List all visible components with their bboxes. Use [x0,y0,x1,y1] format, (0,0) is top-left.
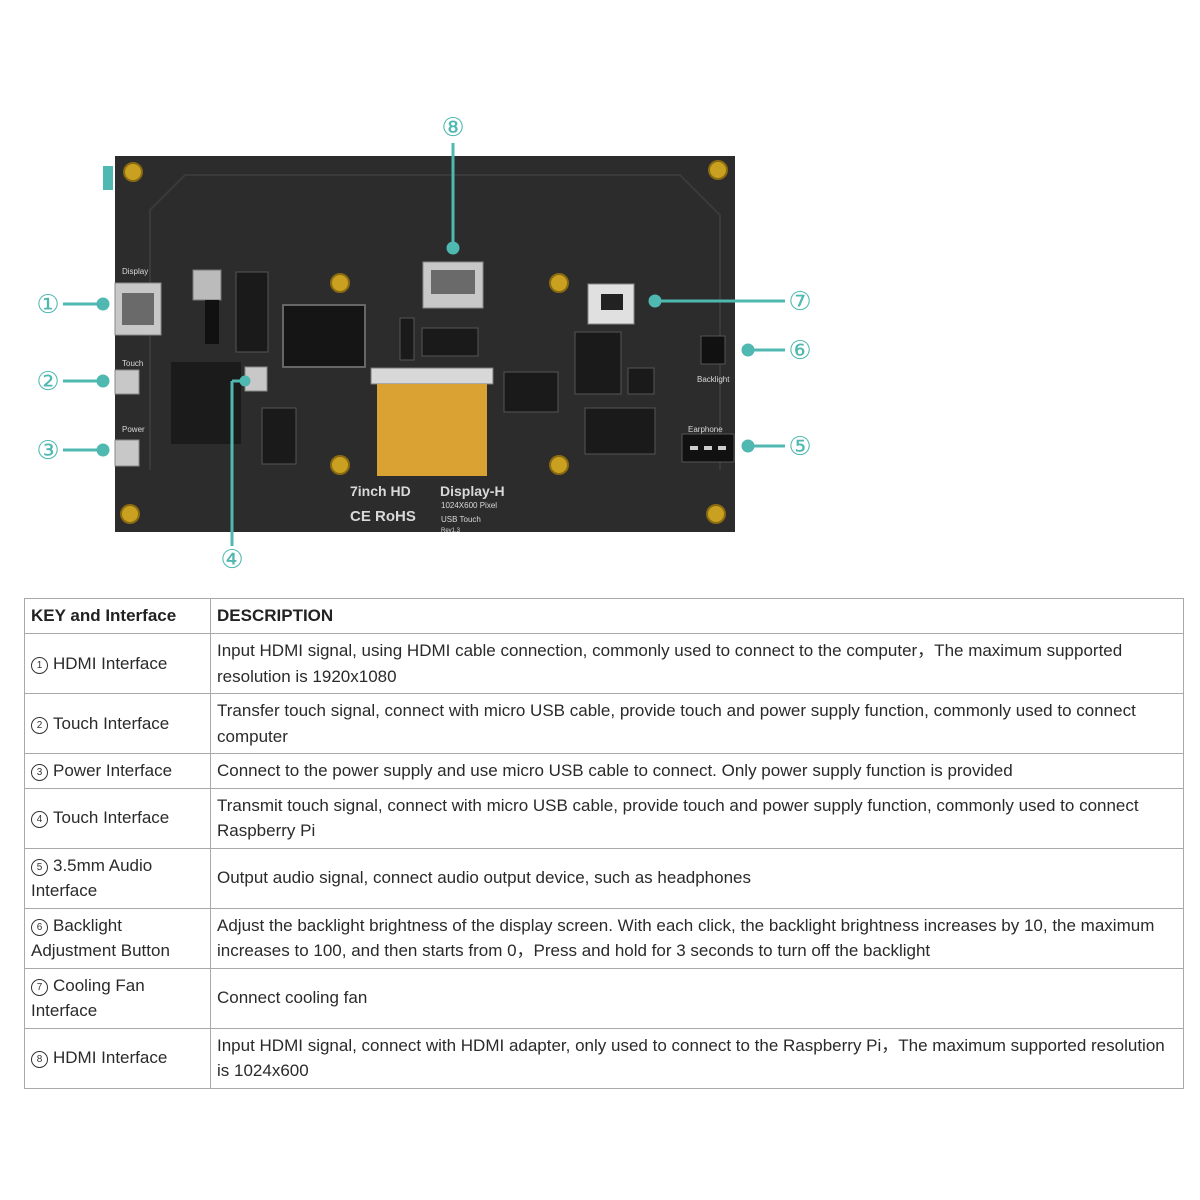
hdmi-port-left [114,282,162,336]
table-header-row: KEY and Interface DESCRIPTION [24,598,1184,634]
silk-earphone-label: Earphone [688,425,723,434]
row-number: 6 [31,918,48,936]
key-cell: 8 HDMI Interface [24,1027,211,1089]
callout-2: ② [36,367,59,397]
fpc-connector [370,367,494,385]
silk-resolution: 1024X600 Pixel [441,501,497,510]
callout-1: ① [36,290,59,320]
hdmi-port-top [422,261,484,309]
table-row: 3 Power Interface Connect to the power su… [24,753,1184,789]
row-number: 7 [31,978,48,996]
callout-8: ⑧ [441,113,464,143]
silk-product: Display-H [440,483,505,499]
header-key: KEY and Interface [24,598,211,634]
key-cell: 3 Power Interface [24,753,211,789]
silk-usb-touch: USB Touch [441,515,481,524]
description-cell: Input HDMI signal, using HDMI cable conn… [210,633,1184,694]
fpc-ribbon [377,384,487,476]
description-cell: Input HDMI signal, connect with HDMI ada… [210,1027,1184,1089]
callout-6: ⑥ [788,336,811,366]
key-text: Touch Interface [53,713,170,733]
key-cell: 2 Touch Interface [24,693,211,754]
description-cell: Adjust the backlight brightness of the d… [210,907,1184,969]
board-diagram: Display Touch Power Backlight Earphone 7… [36,113,811,575]
table-row: 4 Touch Interface Transmit touch signal, … [24,787,1184,849]
row-number: 2 [31,716,48,734]
callout-3: ③ [36,436,59,466]
silk-power-label: Power [122,425,145,434]
description-cell: Transfer touch signal, connect with micr… [210,693,1184,754]
main-chip [282,304,366,368]
micro-usb-touch [114,369,140,395]
key-cell: 4 Touch Interface [24,787,211,849]
callout-7: ⑦ [788,287,811,317]
backlight-button [700,335,726,365]
silk-touch-label: Touch [122,359,143,368]
silk-rev: Rev1.3 [441,528,461,534]
header-description: DESCRIPTION [210,598,1184,634]
row-number: 4 [31,811,48,829]
board-edge-tab [103,166,113,190]
description-cell: Transmit touch signal, connect with micr… [210,787,1184,849]
table-row: 2 Touch Interface Transfer touch signal, … [24,693,1184,754]
callout-lines [63,143,785,546]
silk-display-label: Display [122,267,148,276]
description-cell: Connect cooling fan [210,967,1184,1029]
key-text: Backlight Adjustment Button [31,915,170,961]
callout-4: ④ [220,545,243,575]
key-text: HDMI Interface [53,1048,168,1068]
table-row: 1 HDMI Interface Input HDMI signal, using… [24,633,1184,694]
table-row: 8 HDMI Interface Input HDMI signal, conne… [24,1027,1184,1089]
key-text: Power Interface [53,761,173,780]
key-text: Touch Interface [53,808,170,828]
micro-usb-power [114,439,140,467]
key-text: 3.5mm Audio Interface [31,855,153,901]
key-text: Cooling Fan Interface [31,975,145,1021]
silk-backlight-label: Backlight [697,375,730,384]
row-number: 1 [31,656,48,674]
row-number: 3 [31,764,48,781]
row-number: 5 [31,858,48,876]
mounting-holes [120,160,728,524]
silk-cert: CE RoHS [350,508,416,525]
description-cell: Output audio signal, connect audio outpu… [210,847,1184,909]
silk-model: 7inch HD [350,483,411,499]
key-text: HDMI Interface [53,653,168,673]
description-cell: Connect to the power supply and use micr… [210,753,1184,789]
key-cell: 1 HDMI Interface [24,633,211,694]
row-number: 8 [31,1051,48,1069]
callout-5: ⑤ [788,432,811,462]
